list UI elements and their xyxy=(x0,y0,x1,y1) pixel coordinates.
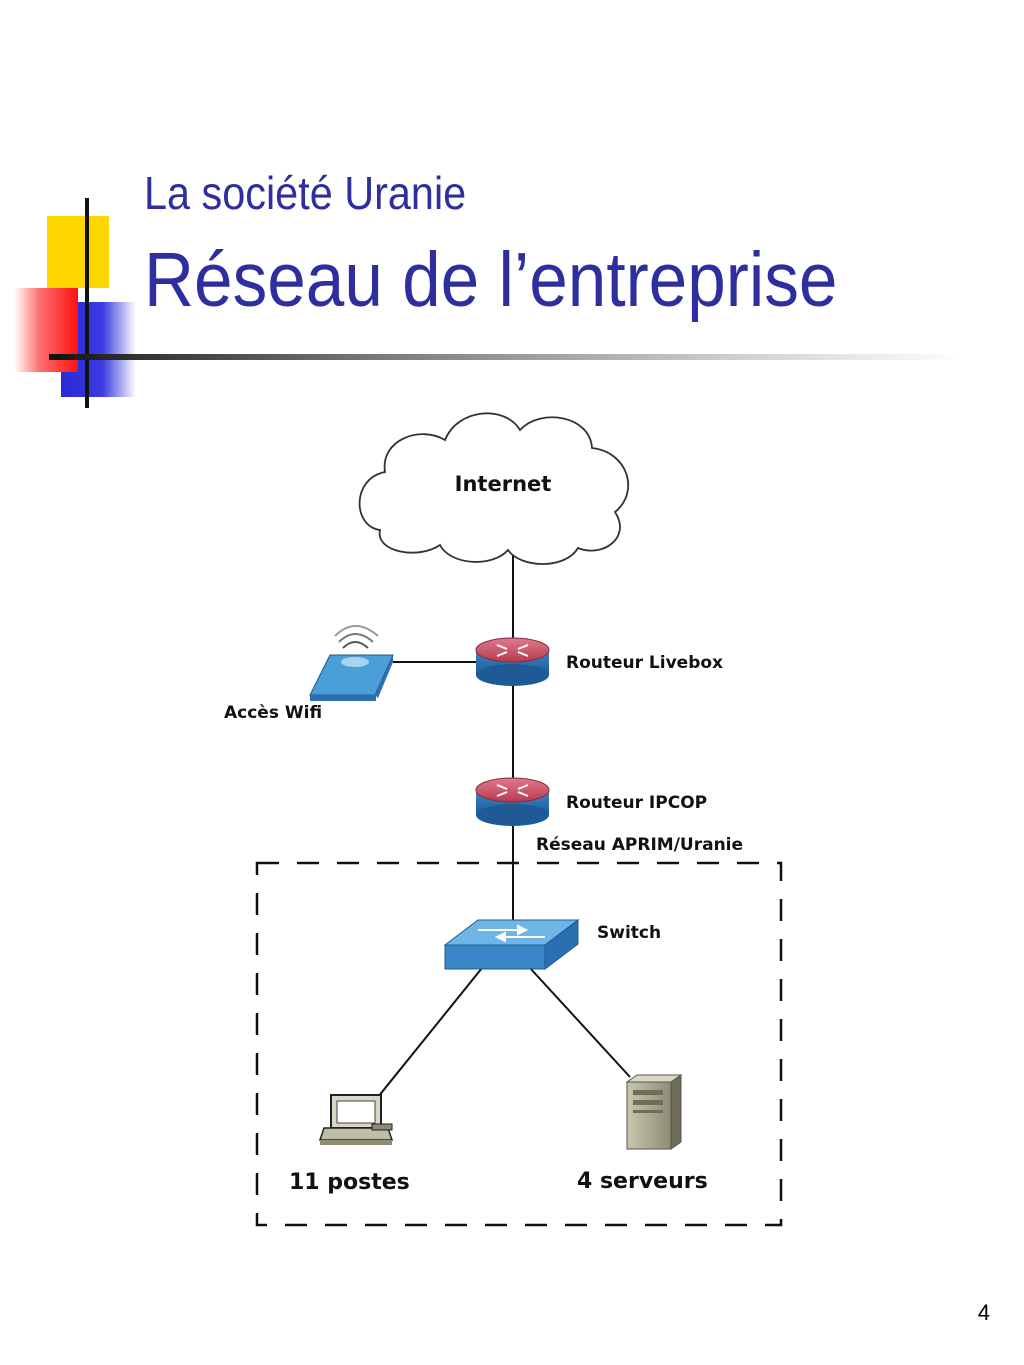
connection-lines xyxy=(377,548,631,1098)
decor-yellow-square xyxy=(47,216,109,288)
switch-label: Switch xyxy=(597,923,661,943)
switch-icon xyxy=(443,918,580,971)
workstations-label: 11 postes xyxy=(289,1170,410,1195)
decor-vertical-line xyxy=(85,198,89,408)
title-underline xyxy=(49,354,964,360)
router-icon xyxy=(475,637,550,686)
internet-label: Internet xyxy=(455,472,552,496)
router-icon xyxy=(475,777,550,826)
link-switch-servers xyxy=(529,967,631,1078)
slide-title: Réseau de l’entreprise xyxy=(144,237,838,323)
computer-icon xyxy=(318,1094,394,1145)
cloud-icon xyxy=(358,412,630,565)
server-icon xyxy=(625,1074,683,1150)
network-zone-label: Réseau APRIM/Uranie xyxy=(536,835,743,855)
livebox-label: Routeur Livebox xyxy=(566,653,723,673)
servers-label: 4 serveurs xyxy=(577,1169,708,1194)
ipcop-label: Routeur IPCOP xyxy=(566,793,707,813)
network-zone-boundary xyxy=(255,861,783,1227)
wifi-label: Accès Wifi xyxy=(224,703,322,723)
link-switch-workstations xyxy=(377,967,483,1098)
wireless-access-point-icon xyxy=(309,625,394,701)
slide-subtitle: La société Uranie xyxy=(144,167,467,219)
page-number: 4 xyxy=(977,1300,990,1325)
